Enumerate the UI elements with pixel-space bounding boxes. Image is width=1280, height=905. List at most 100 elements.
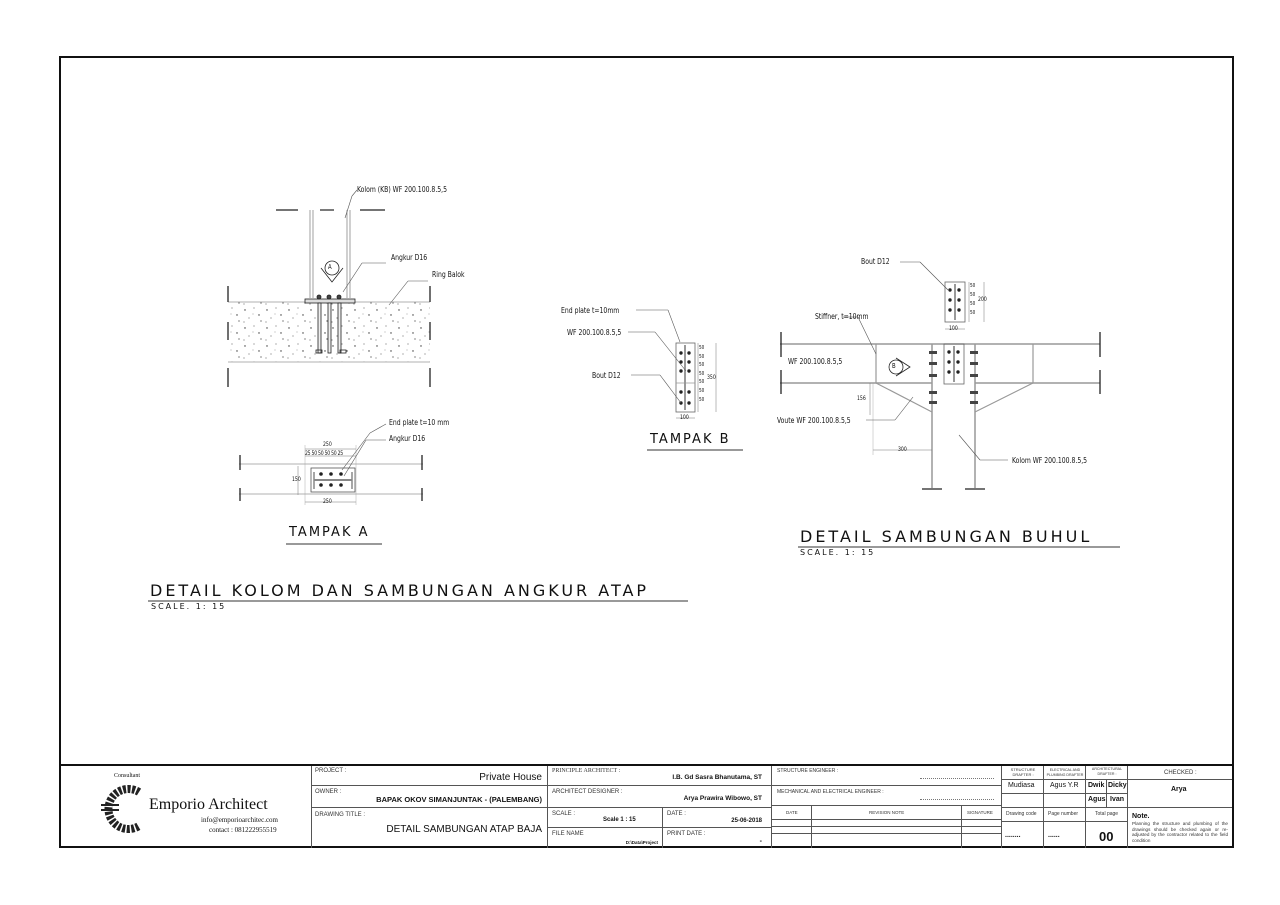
stiffner-label: Stiffner, t=10mm <box>815 312 869 321</box>
main-detail-underline <box>148 600 688 602</box>
revision-signature-header: SIGNATURE <box>962 806 1002 820</box>
buhul-underline <box>798 546 1120 548</box>
page-number-value: ...... <box>1048 832 1060 839</box>
electrical-drafter-header: ELECTRICAL AND PLUMBING DRAFTER <box>1044 766 1086 780</box>
bout-label-b: Bout D12 <box>592 371 621 380</box>
arch-drafter-2-cell: Dicky <box>1107 780 1128 794</box>
revision-date-header: DATE <box>772 806 812 820</box>
kolom-label-buhul: Kolom WF 200.100.8.5,5 <box>1012 456 1088 465</box>
tampak-b-underline <box>647 449 743 451</box>
dim-plate-width: 100 <box>949 325 958 332</box>
project-value: Private House <box>479 772 542 783</box>
page-number-value-cell: ...... <box>1044 822 1086 848</box>
structure-drafter-value-cell: Mudiasa <box>1002 780 1044 794</box>
wf-label-b: WF 200.100.8.5,5 <box>567 328 622 337</box>
structure-drafter-value: Mudiasa <box>1008 782 1035 789</box>
tampak-b-title: TAMPAK B <box>650 432 731 447</box>
consultant-label: Consultant <box>114 773 141 779</box>
arch-drafter-4-cell: Ivan <box>1107 794 1128 808</box>
tampak-b-drawing <box>628 309 717 419</box>
revision-row <box>772 827 812 834</box>
drawing-title-cell: DRAWING TITLE : DETAIL SAMBUNGAN ATAP BA… <box>311 808 548 848</box>
main-detail-title: DETAIL KOLOM DAN SAMBUNGAN ANGKUR ATAP <box>150 581 650 600</box>
revision-row <box>962 827 1002 834</box>
dim-total-b: 350 <box>707 374 716 381</box>
scale-value: Scale 1 : 15 <box>603 817 636 823</box>
end-plate-label-a: End plate t=10 mm <box>389 418 450 427</box>
revision-row <box>772 820 812 827</box>
note-title: Note. <box>1132 813 1150 820</box>
owner-cell: OWNER : BAPAK OKOV SIMANJUNTAK - (PALEMB… <box>311 786 548 808</box>
detail-kolom-angkur <box>227 189 431 387</box>
structure-drafter-header: STRUCTURE DRAFTER : <box>1002 766 1044 780</box>
kolom-label: Kolom (KB) WF 200.100.8.5,5 <box>357 185 447 194</box>
drafter-empty-cell <box>1002 794 1044 808</box>
dim-top-width: 250 <box>323 441 332 448</box>
owner-value: BAPAK OKOV SIMANJUNTAK - (PALEMBANG) <box>376 795 542 804</box>
buhul-scale: SCALE. 1: 15 <box>800 548 876 557</box>
revision-row <box>812 827 962 834</box>
angkur-label: Angkur D16 <box>391 253 428 262</box>
dim-plate-total: 200 <box>978 296 987 303</box>
buhul-title: DETAIL SAMBUNGAN BUHUL <box>800 527 1093 546</box>
structure-engineer-cell: STRUCTURE ENGINEER : <box>772 766 1002 786</box>
electrical-drafter-value-cell: Agus Y.R <box>1044 780 1086 794</box>
dim-width-b: 100 <box>680 414 689 421</box>
arch-drafter-1-cell: Dwik <box>1086 780 1107 794</box>
firm-name: Emporio Architect <box>149 796 268 813</box>
print-date-cell: PRINT DATE : - <box>663 828 772 848</box>
total-page-value-cell: 00 <box>1086 822 1128 848</box>
wf-label-buhul: WF 200.100.8.5,5 <box>788 357 843 366</box>
dim-voute-length: 300 <box>898 446 907 453</box>
drawing-sheet-border <box>59 56 1234 848</box>
revision-row <box>962 834 1002 848</box>
architect-designer-cell: ARCHITECT DESIGNER : Arya Prawira Wibowo… <box>548 786 772 808</box>
bout-label-buhul: Bout D12 <box>861 257 890 266</box>
main-detail-scale: SCALE. 1: 15 <box>151 602 227 611</box>
checked-value: Arya <box>1171 786 1187 793</box>
file-name-cell: FILE NAME D:\Data\Project <box>548 828 663 848</box>
consultant-logo-area: Consultant Emporio Architect info@empori… <box>61 766 312 848</box>
tampak-a-title: TAMPAK A <box>289 525 370 540</box>
scale-cell: SCALE : Scale 1 : 15 <box>548 808 663 828</box>
me-engineer-signature-line <box>920 799 994 800</box>
electrical-drafter-value: Agus Y.R <box>1050 782 1079 789</box>
note-text: Planning the structure and plumbing of t… <box>1132 821 1228 843</box>
total-page-value: 00 <box>1099 829 1114 844</box>
voute-label: Voute WF 200.100.8.5,5 <box>777 416 851 425</box>
drawing-code-value: ........ <box>1005 832 1021 839</box>
section-marker-a: A <box>328 263 332 271</box>
note-cell: Note. Planning the structure and plumbin… <box>1128 808 1232 848</box>
dim-height: 150 <box>292 476 301 483</box>
principle-architect-value: I.B. Gd Sasra Bhanutama, ST <box>672 774 762 781</box>
firm-contact: contact : 081222955519 <box>209 826 277 834</box>
revision-row <box>812 820 962 827</box>
revision-note-header: REVISION NOTE <box>812 806 962 820</box>
page-number-header: Page number <box>1044 808 1086 822</box>
print-date-value: - <box>759 838 762 845</box>
date-cell: DATE : 25-06-2018 <box>663 808 772 828</box>
emporio-laurel-logo-icon <box>101 785 142 833</box>
drawing-title-value: DETAIL SAMBUNGAN ATAP BAJA <box>386 824 542 835</box>
arch-drafter-3-cell: Agus <box>1086 794 1107 808</box>
drawing-code-header: Drawing code <box>1002 808 1044 822</box>
revision-row <box>812 834 962 848</box>
total-page-header: Total page <box>1086 808 1128 822</box>
checked-header: CHECKED : <box>1128 766 1232 780</box>
revision-row <box>962 820 1002 827</box>
title-block: Consultant Emporio Architect info@empori… <box>61 764 1232 848</box>
section-marker-b: B <box>892 362 896 370</box>
drafter-empty-cell <box>1044 794 1086 808</box>
me-engineer-cell: MECHANICAL AND ELECTRICAL ENGINEER : <box>772 786 1002 806</box>
revision-row <box>772 834 812 848</box>
drawing-code-value-cell: ........ <box>1002 822 1044 848</box>
dim-segments: 25 50 50 50 50 25 <box>305 450 343 457</box>
file-name-value: D:\Data\Project <box>625 840 658 845</box>
firm-email: info@emporioarchitec.com <box>201 816 278 824</box>
principle-architect-cell: PRINCIPLE ARCHITECT : I.B. Gd Sasra Bhan… <box>548 766 772 786</box>
checked-value-cell: Arya <box>1128 780 1232 808</box>
ring-balok-label: Ring Balok <box>432 270 465 279</box>
date-value: 25-06-2018 <box>731 818 762 824</box>
